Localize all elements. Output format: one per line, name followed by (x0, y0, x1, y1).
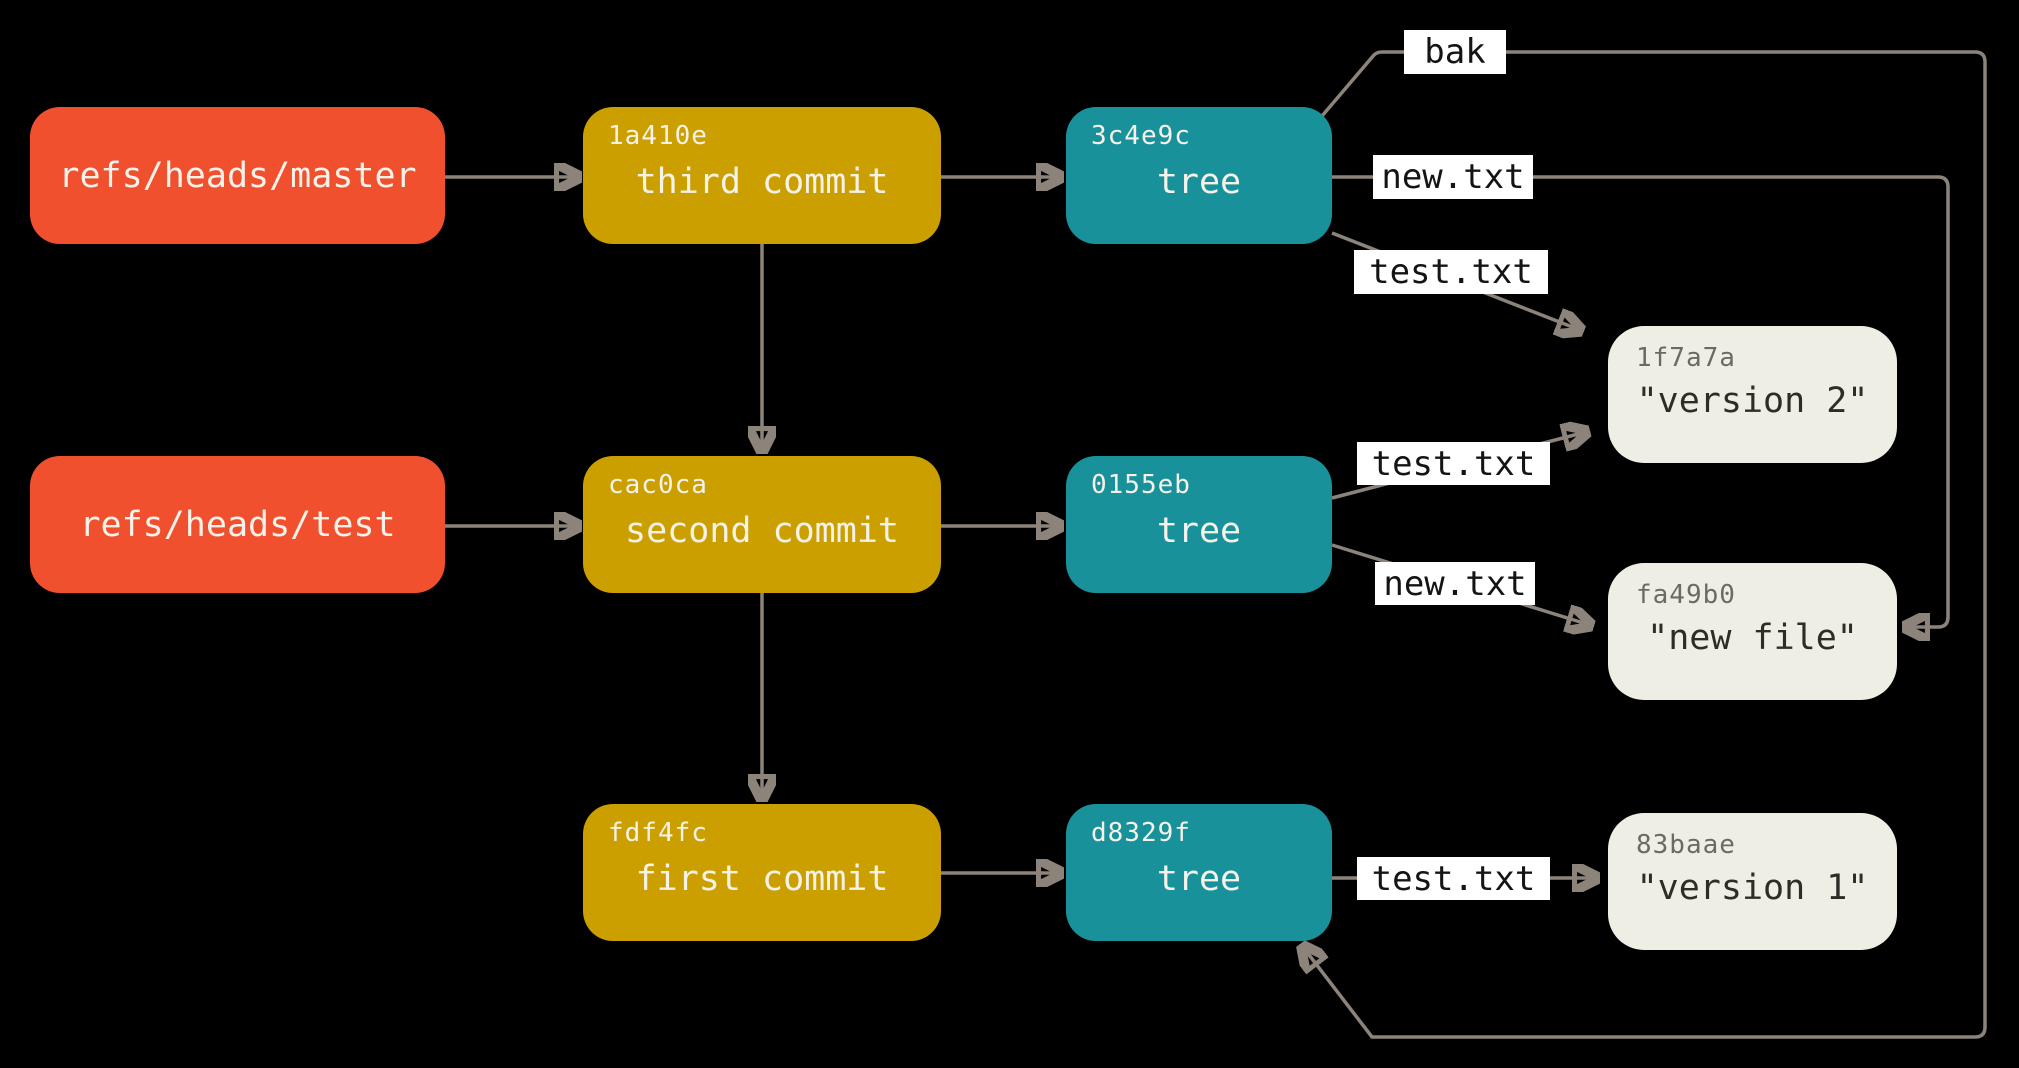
commit-message: second commit (625, 510, 899, 551)
blob-content: "new file" (1647, 617, 1858, 658)
tree-hash: d8329f (1091, 818, 1191, 848)
ref-box-test: refs/heads/test (30, 456, 445, 593)
tree-label: tree (1156, 510, 1242, 551)
edge-bak-to-tree-d8329f (1303, 50, 1987, 1039)
edge-label-test-txt-1: test.txt (1354, 250, 1548, 294)
blob-box-83baae: 83baae "version 1" (1608, 813, 1897, 950)
commit-hash: cac0ca (608, 470, 708, 500)
blob-box-1f7a7a: 1f7a7a "version 2" (1608, 326, 1897, 463)
blob-hash: fa49b0 (1636, 580, 1736, 610)
edge-label-test-txt-2: test.txt (1357, 442, 1550, 485)
blob-hash: 1f7a7a (1636, 343, 1736, 373)
commit-message: first commit (635, 858, 889, 899)
tree-label: tree (1156, 858, 1242, 899)
commit-hash: fdf4fc (608, 818, 708, 848)
tree-hash: 0155eb (1091, 470, 1191, 500)
blob-box-fa49b0: fa49b0 "new file" (1608, 563, 1897, 700)
edge-label-test-txt-3: test.txt (1357, 857, 1550, 900)
commit-box-third: 1a410e third commit (583, 107, 941, 244)
commit-message: third commit (635, 161, 889, 202)
blob-content: "version 1" (1636, 867, 1869, 908)
tree-box-d8329f: d8329f tree (1066, 804, 1332, 941)
commit-box-second: cac0ca second commit (583, 456, 941, 593)
edge-new-txt-1-to-blob-fa49b0 (1332, 175, 1950, 627)
edge-label-new-txt-2: new.txt (1375, 562, 1535, 605)
blob-content: "version 2" (1636, 380, 1869, 421)
ref-test-label: refs/heads/test (79, 504, 396, 545)
blob-hash: 83baae (1636, 830, 1736, 860)
ref-master-label: refs/heads/master (58, 155, 417, 196)
edge-label-new-txt-1: new.txt (1373, 155, 1533, 199)
ref-box-master: refs/heads/master (30, 107, 445, 244)
tree-box-3c4e9c: 3c4e9c tree (1066, 107, 1332, 244)
commit-hash: 1a410e (608, 121, 708, 151)
commit-box-first: fdf4fc first commit (583, 804, 941, 941)
tree-box-0155eb: 0155eb tree (1066, 456, 1332, 593)
tree-hash: 3c4e9c (1091, 121, 1191, 151)
edge-label-bak: bak (1404, 30, 1506, 74)
tree-label: tree (1156, 161, 1242, 202)
